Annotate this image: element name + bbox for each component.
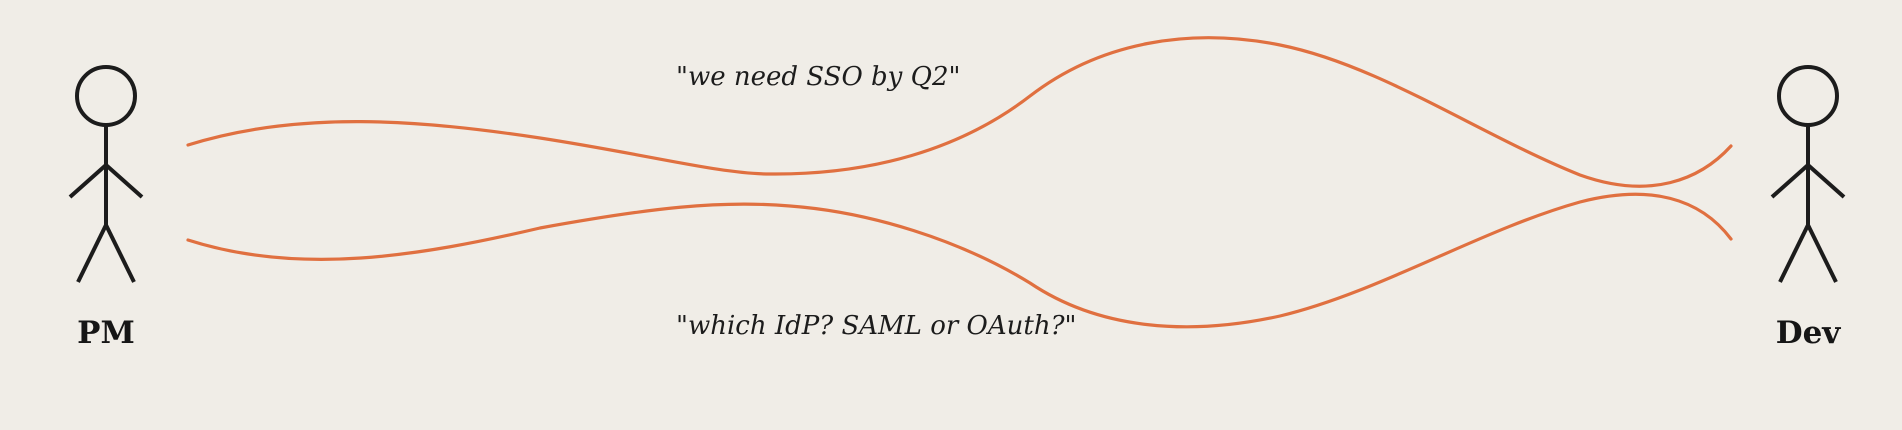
pm-left-leg — [76, 224, 108, 283]
pm-right-arm — [104, 163, 144, 199]
dev-left-arm — [1770, 163, 1810, 199]
dev-stick-figure — [1770, 65, 1846, 283]
pm-stick-figure — [68, 65, 144, 283]
dev-right-leg — [1806, 224, 1838, 283]
pm-left-arm — [68, 163, 108, 199]
pm-label: PM — [77, 315, 135, 351]
dev-head — [1777, 65, 1839, 127]
pm-head — [75, 65, 137, 127]
dev-left-leg — [1778, 224, 1810, 283]
dev-right-arm — [1806, 163, 1846, 199]
bottom-quote: "which IdP? SAML or OAuth?" — [676, 311, 1076, 341]
top-quote: "we need SSO by Q2" — [676, 62, 960, 92]
pm-right-leg — [104, 224, 136, 283]
dev-label: Dev — [1776, 315, 1842, 351]
top-message-wave — [186, 36, 1733, 188]
bottom-message-wave — [186, 192, 1733, 329]
